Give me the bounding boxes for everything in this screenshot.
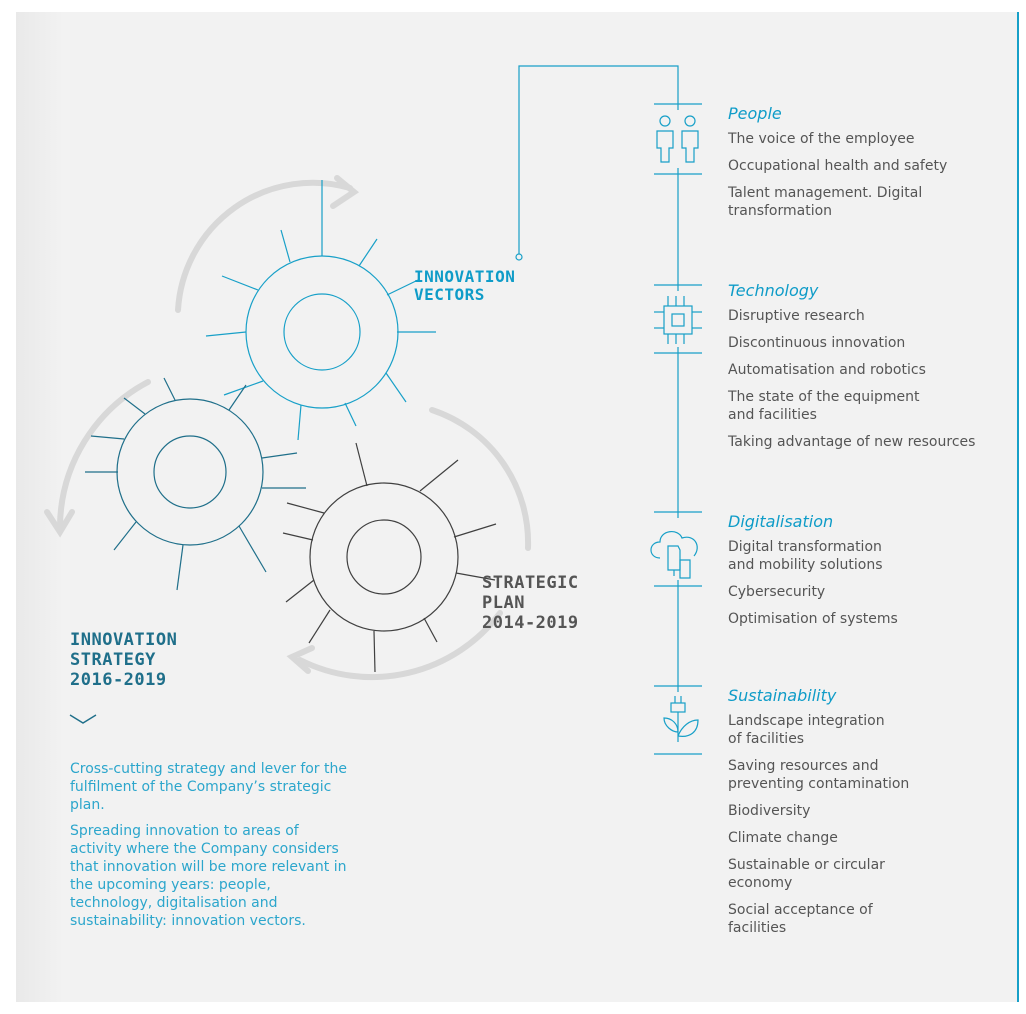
chip-icon xyxy=(652,291,704,347)
vectors-connector-line xyxy=(518,65,679,255)
list-item: Climate change xyxy=(728,830,838,846)
cloud-documents-icon xyxy=(648,518,706,580)
people-icon xyxy=(652,110,704,168)
list-item: Occupational health and safety xyxy=(728,158,948,174)
list-item: Sustainable or circular economy xyxy=(728,857,885,891)
vector-title-sustainability: Sustainability xyxy=(728,686,837,705)
vector-title-digitalisation: Digitalisation xyxy=(728,512,834,531)
list-item: Social acceptance of facilities xyxy=(728,902,873,936)
vector-technology: Technology Disruptive research Discontin… xyxy=(728,281,1008,460)
panel-left-shade xyxy=(16,12,64,1002)
innovation-strategy-line-1: INNOVATION xyxy=(70,630,178,650)
gear-strategic-plan xyxy=(282,442,497,673)
vector-items-digitalisation: Digital transformation and mobility solu… xyxy=(728,538,1008,628)
vector-items-sustainability: Landscape integration of facilities Savi… xyxy=(728,712,1008,937)
description-paragraph-1: Cross-cutting strategy and lever for the… xyxy=(70,761,347,813)
vector-items-technology: Disruptive research Discontinuous innova… xyxy=(728,307,1008,451)
list-item: Talent management. Digital transformatio… xyxy=(728,185,923,219)
strategic-plan-line-2: PLAN xyxy=(482,593,525,613)
gear-innovation-strategy xyxy=(85,377,306,591)
list-item: Discontinuous innovation xyxy=(728,335,906,351)
cycle-arrow-top xyxy=(175,179,353,313)
cycle-arrow-right xyxy=(429,407,532,551)
strategic-plan-line-1: STRATEGIC xyxy=(482,573,579,593)
cycle-arrow-top-head xyxy=(330,175,360,209)
icon-separators xyxy=(654,103,702,755)
list-item: Cybersecurity xyxy=(728,584,826,600)
right-border-line xyxy=(1017,12,1019,1002)
list-item: Landscape integration of facilities xyxy=(728,713,885,747)
innovation-strategy-line-2: STRATEGY xyxy=(70,650,156,670)
innovation-vectors-line-2: VECTORS xyxy=(414,285,485,304)
innovation-vectors-line-1: INNOVATION xyxy=(414,267,516,286)
chevron-down-icon xyxy=(69,714,97,724)
vector-sustainability: Sustainability Landscape integration of … xyxy=(728,686,1008,946)
cycle-arrow-bottom xyxy=(297,610,503,681)
vector-people: People The voice of the employee Occupat… xyxy=(728,104,1008,229)
description-paragraph-2: Spreading innovation to areas of activit… xyxy=(70,823,347,929)
innovation-strategy-label: INNOVATION STRATEGY 2016-2019 xyxy=(70,630,177,690)
list-item: Biodiversity xyxy=(728,803,811,819)
cycle-arrow-left xyxy=(57,379,151,528)
list-item: Optimisation of systems xyxy=(728,611,898,627)
strategic-plan-line-3: 2014-2019 xyxy=(482,613,579,633)
list-item: The state of the equipment and facilitie… xyxy=(728,389,920,423)
vector-title-people: People xyxy=(728,104,782,123)
list-item: Automatisation and robotics xyxy=(728,362,926,378)
list-item: The voice of the employee xyxy=(728,131,915,147)
vector-items-people: The voice of the employee Occupational h… xyxy=(728,130,1008,220)
cycle-arrow-bottom-head xyxy=(286,645,315,674)
vector-digitalisation: Digitalisation Digital transformation an… xyxy=(728,512,1008,637)
innovation-vectors-label: INNOVATION VECTORS xyxy=(414,268,515,304)
list-item: Disruptive research xyxy=(728,308,865,324)
strategic-plan-label: STRATEGIC PLAN 2014-2019 xyxy=(482,573,579,633)
innovation-strategy-line-3: 2016-2019 xyxy=(70,670,167,690)
cycle-arrows xyxy=(44,175,532,681)
vector-title-technology: Technology xyxy=(728,281,819,300)
list-item: Taking advantage of new resources xyxy=(728,434,976,450)
plug-leaf-icon xyxy=(652,692,704,750)
gear-innovation-vectors xyxy=(205,180,436,441)
connector-dot-start xyxy=(515,253,523,261)
list-item: Digital transformation and mobility solu… xyxy=(728,539,883,573)
cycle-arrow-left-head xyxy=(44,509,75,538)
list-item: Saving resources and preventing contamin… xyxy=(728,758,910,792)
